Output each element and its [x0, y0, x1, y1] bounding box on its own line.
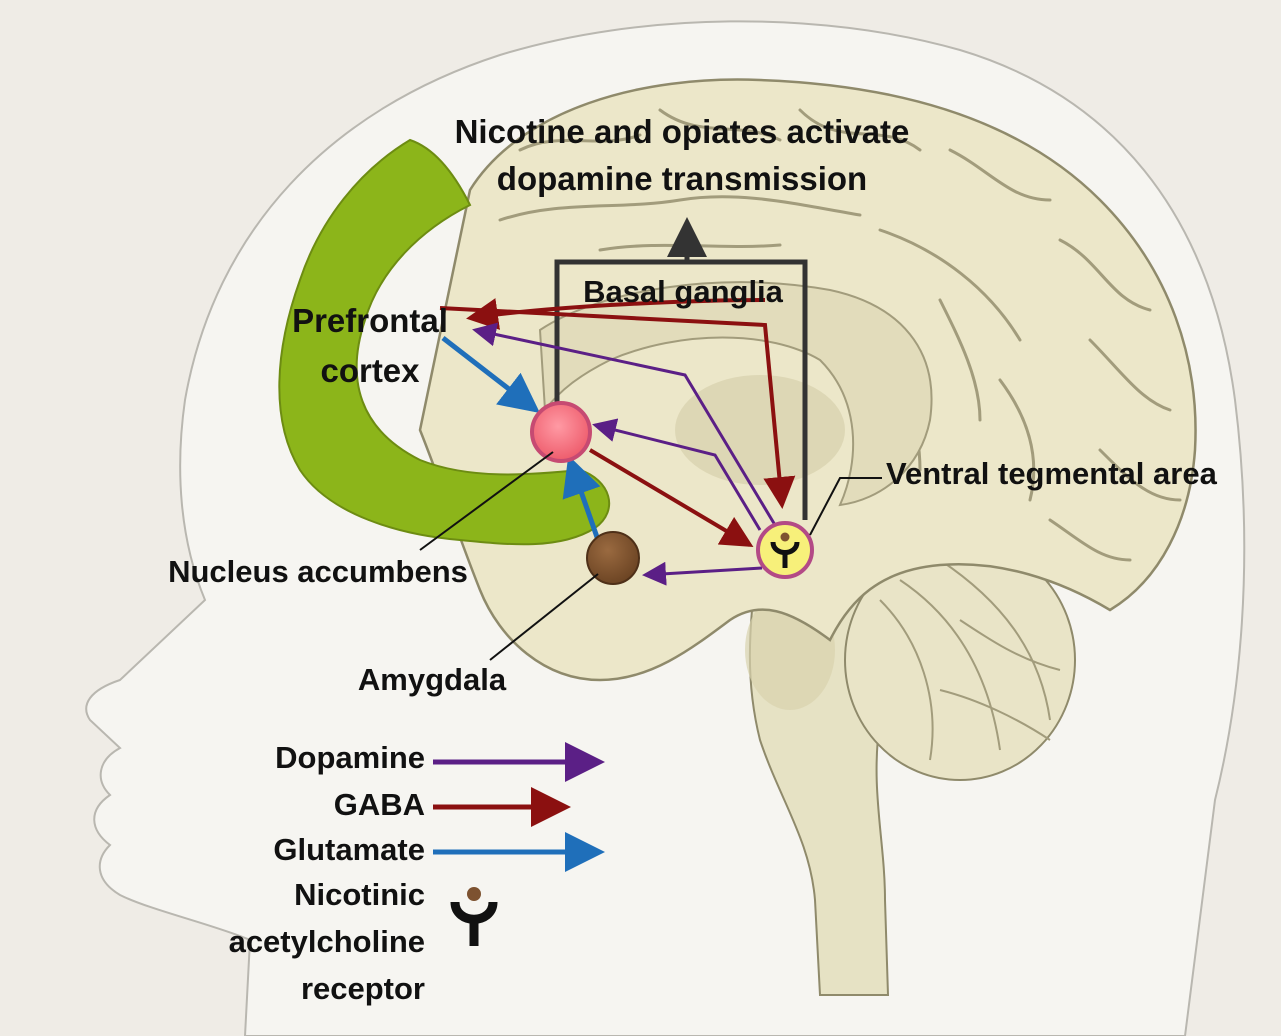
- legend-gaba-label: GABA: [334, 787, 425, 822]
- legend-dopamine-label: Dopamine: [275, 740, 425, 775]
- label-nucleus-accumbens: Nucleus accumbens: [168, 554, 468, 589]
- label-prefrontal-1: Prefrontal: [292, 302, 448, 339]
- nucleus-accumbens-node: [532, 403, 590, 461]
- label-amygdala: Amygdala: [358, 662, 507, 697]
- title-line-1: Nicotine and opiates activate: [455, 113, 910, 150]
- legend-receptor-label-1: Nicotinic: [294, 877, 425, 912]
- legend-glutamate-label: Glutamate: [273, 832, 425, 867]
- label-basal-ganglia: Basal ganglia: [583, 274, 784, 309]
- title-line-2: dopamine transmission: [497, 160, 867, 197]
- vta-node: [758, 523, 812, 577]
- legend-receptor-label-3: receptor: [301, 971, 425, 1006]
- thalamus: [675, 375, 845, 485]
- label-prefrontal-2: cortex: [320, 352, 420, 389]
- label-vta: Ventral tegmental area: [886, 456, 1218, 491]
- legend-receptor-label-2: acetylcholine: [229, 924, 425, 959]
- vta-receptor-dot: [781, 533, 790, 542]
